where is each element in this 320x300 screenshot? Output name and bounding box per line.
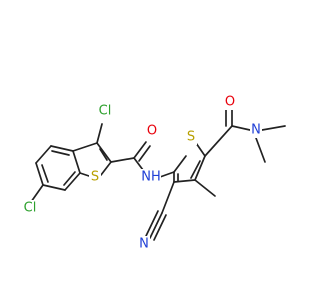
bond (64, 172, 81, 191)
atom-s-benzothiophene: S (89, 169, 101, 185)
bond (96, 142, 112, 163)
atom-label: Cl (99, 104, 112, 119)
bond (173, 155, 187, 173)
bond (133, 141, 147, 159)
bond (100, 161, 112, 176)
atom-label: N (251, 123, 261, 138)
bond (42, 184, 66, 191)
molecule-structure-diagram: Cl Cl S O NH S O N (21, 94, 286, 252)
bond (195, 142, 206, 157)
atom-label: O (225, 95, 235, 110)
bond (159, 171, 175, 178)
bond (96, 123, 103, 144)
bond (35, 162, 44, 186)
atom-labels: Cl Cl S O NH S O N (21, 94, 262, 252)
atom-label: Cl (24, 201, 37, 216)
bond (194, 155, 206, 181)
atom-cl-6: Cl (21, 200, 39, 216)
bond (194, 179, 216, 197)
bond (153, 214, 167, 241)
atom-label: S (187, 130, 195, 145)
bond (41, 164, 49, 183)
atom-n-nitrile: N (138, 236, 150, 252)
bond (161, 181, 175, 214)
atom-s-thiophene: S (185, 129, 197, 145)
bond (204, 125, 233, 157)
atom-label: S (91, 170, 99, 185)
bond (79, 172, 90, 177)
atom-o-carbonyl: O (224, 94, 236, 110)
bond (138, 145, 151, 162)
atom-o-amide: O (146, 123, 158, 139)
bond (110, 157, 135, 163)
atom-n-amine: N (250, 122, 262, 138)
atom-cl-3: Cl (96, 103, 114, 119)
bond (149, 212, 163, 239)
atom-nh: NH (141, 169, 161, 185)
bond (72, 142, 98, 152)
bond (145, 210, 159, 237)
bonds (30, 109, 286, 241)
atom-label: O (147, 124, 157, 139)
bond (30, 184, 44, 203)
bond (51, 150, 70, 156)
bond (63, 171, 76, 186)
bond (72, 150, 81, 174)
bond (35, 145, 52, 164)
bond (231, 125, 251, 131)
bond (190, 160, 201, 179)
bond (50, 145, 74, 152)
atom-label: N (139, 237, 149, 252)
bond (255, 137, 266, 163)
atom-label: NH (141, 170, 161, 185)
bond (261, 125, 286, 131)
bond (133, 157, 144, 171)
bond (99, 148, 108, 161)
